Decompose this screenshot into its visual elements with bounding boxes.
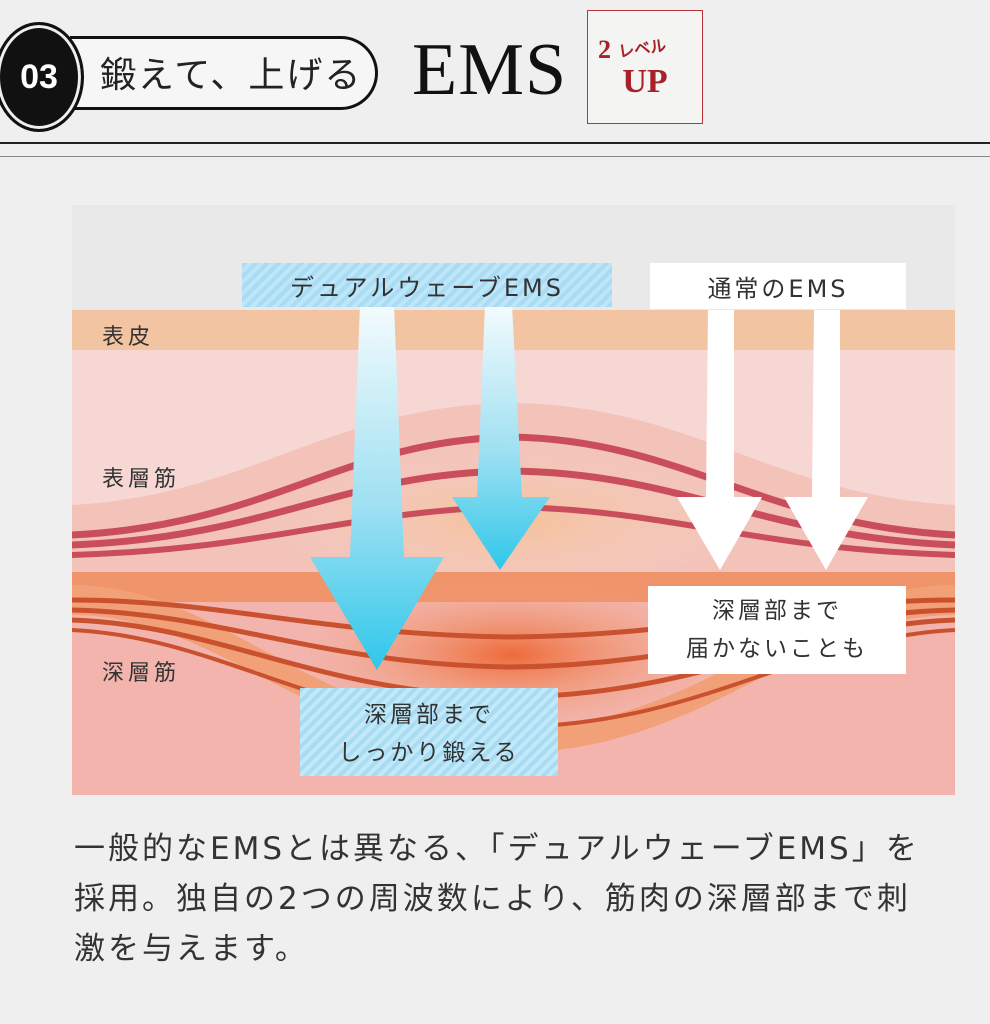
normal-result-box: 深層部まで 届かないことも xyxy=(648,586,906,674)
section-number: 03 xyxy=(0,22,84,132)
badge-small-text: レベル xyxy=(617,32,668,62)
section-title: 鍛えて、上げる xyxy=(100,46,362,98)
dual-result-line2: しっかり鍛える xyxy=(300,734,558,772)
ems-diagram: 表皮 表層筋 深層筋 デュアルウェーブEMS 通常のEMS 深層部まで 届かない… xyxy=(72,205,955,795)
label-epidermis: 表皮 xyxy=(102,319,154,351)
header-rule-thick xyxy=(0,142,990,144)
label-surface-muscle: 表層筋 xyxy=(102,461,180,493)
badge-big-text: UP xyxy=(588,63,702,101)
dual-result-line1: 深層部まで xyxy=(300,696,558,734)
header-rule-thin xyxy=(0,156,990,157)
badge-number: 2 xyxy=(598,35,611,65)
dual-result-box: 深層部まで しっかり鍛える xyxy=(300,688,558,776)
description-text: 一般的なEMSとは異なる、「デュアルウェーブEMS」を採用。独自の2つの周波数に… xyxy=(74,824,944,974)
section-header: 03 鍛えて、上げる EMS 2 レベル UP xyxy=(0,0,990,160)
ems-heading: EMS xyxy=(412,28,567,113)
normal-result-line2: 届かないことも xyxy=(648,630,906,668)
level-up-badge: 2 レベル UP xyxy=(587,10,703,124)
normal-ems-tag: 通常のEMS xyxy=(650,263,906,309)
normal-result-line1: 深層部まで xyxy=(648,592,906,630)
dual-wave-ems-tag: デュアルウェーブEMS xyxy=(242,263,612,307)
label-deep-muscle: 深層筋 xyxy=(102,655,180,687)
